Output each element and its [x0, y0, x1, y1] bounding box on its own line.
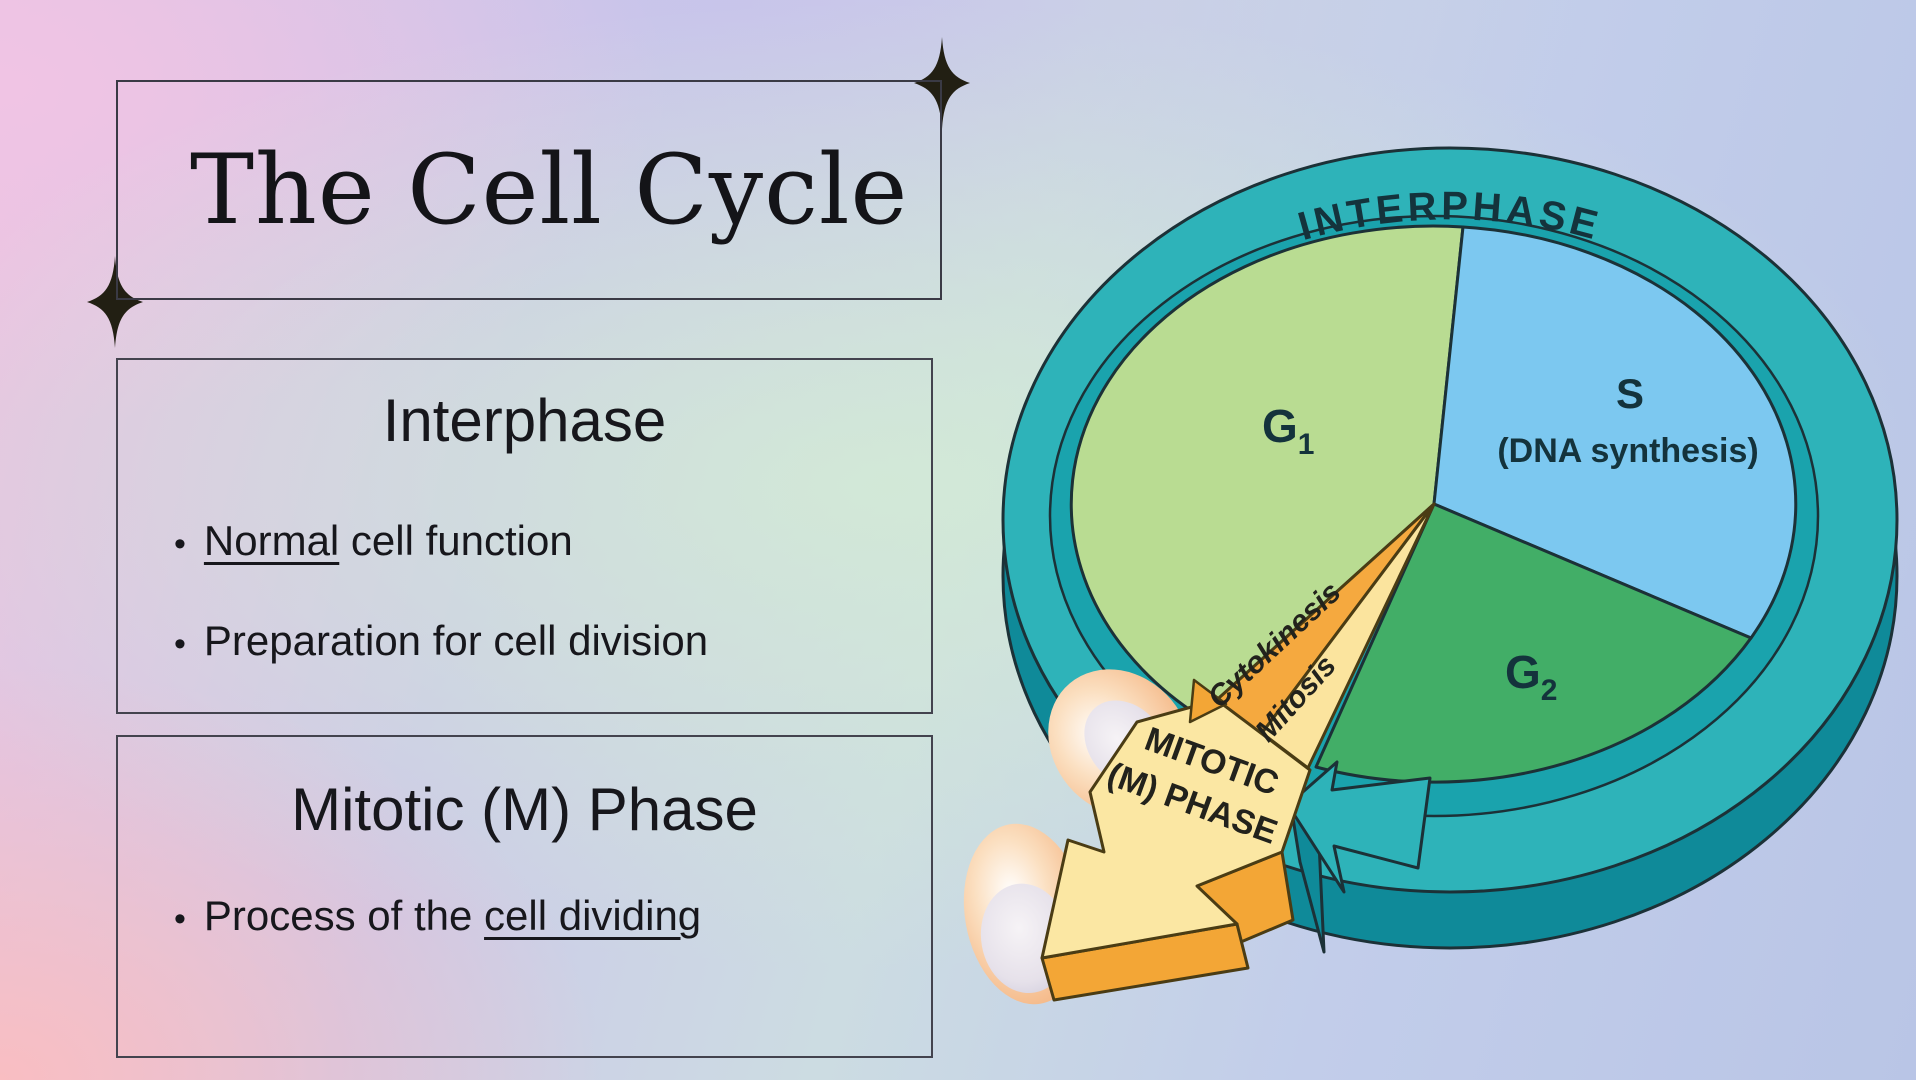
g1-label: G1	[1262, 400, 1314, 461]
bullet-text-plain: cell function	[339, 517, 573, 564]
star-shape	[87, 256, 143, 348]
interphase-bullets: • Normal cell function • Preparation for…	[174, 517, 931, 665]
mitotic-heading: Mitotic (M) Phase	[291, 776, 758, 843]
bullet-text-underlined: cell dividing	[484, 892, 702, 939]
star-shape	[914, 37, 970, 129]
bullet-text-plain: Preparation for cell division	[203, 617, 709, 664]
interphase-text-box: Interphase • Normal cell function • Prep…	[116, 358, 933, 714]
bullet-text-plain: Process of the	[203, 892, 485, 939]
wedge-arrowhead-icon	[1188, 678, 1228, 724]
cycle-direction-arrow	[1286, 760, 1432, 894]
s-label: S	[1616, 370, 1644, 417]
slide-title: The Cell Cycle	[190, 134, 909, 246]
g1-sector	[1069, 224, 1465, 718]
bullet-text-underlined: Normal	[203, 517, 340, 564]
s-desc-label: (DNA synthesis)	[1497, 432, 1758, 470]
mitotic-arrow-face	[1040, 698, 1312, 960]
bullet-text: Process of the cell dividing	[204, 892, 701, 940]
g2-label: G2	[1505, 646, 1557, 707]
bullet-text: Preparation for cell division	[204, 617, 708, 665]
sparkle-star-icon	[87, 256, 143, 348]
bullet-text: Normal cell function	[204, 517, 573, 565]
s-sector	[1432, 225, 1798, 640]
mitotic-text-box: Mitotic (M) Phase • Process of the cell …	[116, 735, 933, 1058]
g2-sector	[1314, 502, 1753, 784]
list-item: • Preparation for cell division	[174, 617, 931, 665]
sparkle-star-icon	[914, 37, 970, 129]
interphase-heading: Interphase	[382, 387, 667, 454]
bullet-icon: •	[174, 525, 186, 563]
list-item: • Normal cell function	[174, 517, 931, 565]
list-item: • Process of the cell dividing	[174, 892, 931, 940]
title-box: The Cell Cycle	[116, 80, 942, 300]
bullet-icon: •	[174, 625, 186, 663]
mitotic-bullets: • Process of the cell dividing	[174, 892, 931, 940]
bullet-icon: •	[174, 900, 186, 938]
